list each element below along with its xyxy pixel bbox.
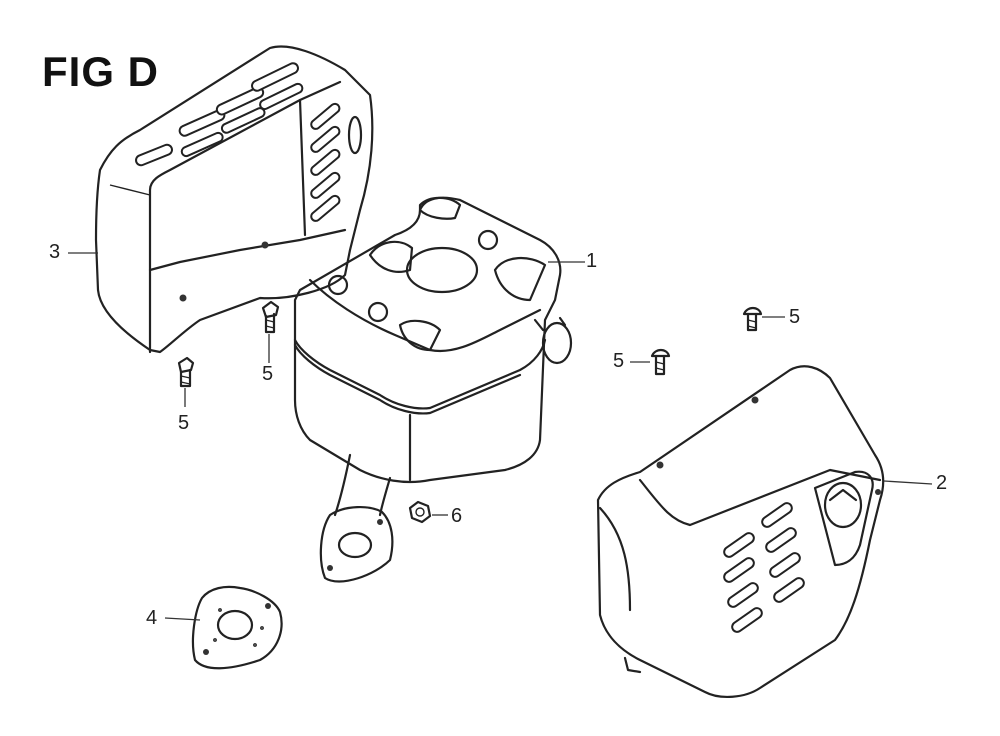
muffler-protector-part	[596, 365, 885, 698]
muffler-part	[293, 196, 573, 583]
screw-part	[650, 348, 671, 376]
callout-1: 1	[586, 250, 598, 272]
leader-line	[164, 617, 201, 621]
screw-part	[742, 306, 763, 332]
callout-4: 4	[146, 607, 158, 629]
callout-2: 2	[936, 472, 948, 494]
callout-5: 5	[613, 350, 625, 372]
gasket-part	[191, 585, 283, 670]
callout-5: 5	[262, 363, 274, 385]
callout-5: 5	[789, 306, 801, 328]
figure-title: FIG D	[42, 48, 159, 95]
screw-part	[177, 356, 195, 388]
screw-part	[261, 300, 280, 334]
heat-shield-part	[94, 45, 374, 354]
callout-3: 3	[49, 241, 61, 263]
flange-nut-part	[408, 500, 432, 524]
leader-line	[883, 480, 933, 485]
callout-5: 5	[178, 412, 190, 434]
callout-6: 6	[451, 505, 463, 527]
